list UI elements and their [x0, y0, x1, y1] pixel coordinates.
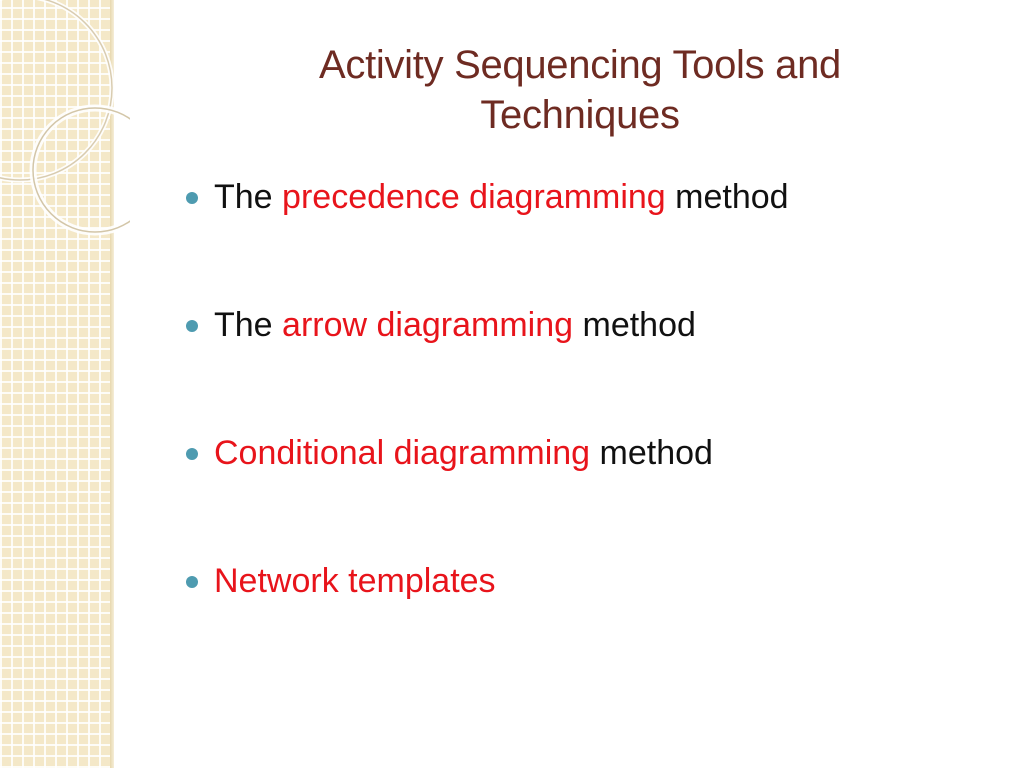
- decorative-grid-band: [0, 0, 110, 768]
- bullet-prefix: The: [214, 306, 283, 344]
- bullet-network: Network templates: [186, 558, 986, 686]
- bullet-prefix: The: [214, 178, 283, 216]
- decorative-rings: [0, 0, 130, 236]
- bullet-highlight: Network templates: [214, 562, 496, 600]
- bullet-suffix: method: [590, 434, 713, 472]
- bullet-highlight: arrow diagramming: [282, 306, 574, 344]
- title-line-2: Techniques: [480, 93, 680, 137]
- bullet-dot-icon: [186, 320, 198, 332]
- bullet-dot-icon: [186, 448, 198, 460]
- title-line-1: Activity Sequencing Tools and: [318, 43, 841, 87]
- bullet-suffix: method: [665, 178, 789, 216]
- bullet-suffix: method: [573, 306, 696, 344]
- bullet-dot-icon: [186, 192, 198, 204]
- band-edge: [110, 0, 114, 768]
- slide-title: Activity Sequencing Tools and Techniques: [250, 40, 910, 140]
- bullet-dot-icon: [186, 576, 198, 588]
- bullet-list: The precedence diagramming method The ar…: [186, 174, 986, 686]
- bullet-highlight: Conditional diagramming: [214, 434, 591, 472]
- bullet-arrow: The arrow diagramming method: [186, 302, 986, 430]
- bullet-precedence: The precedence diagramming method: [186, 174, 986, 302]
- bullet-highlight: precedence diagramming: [282, 178, 666, 216]
- bullet-conditional: Conditional diagramming method: [186, 430, 986, 558]
